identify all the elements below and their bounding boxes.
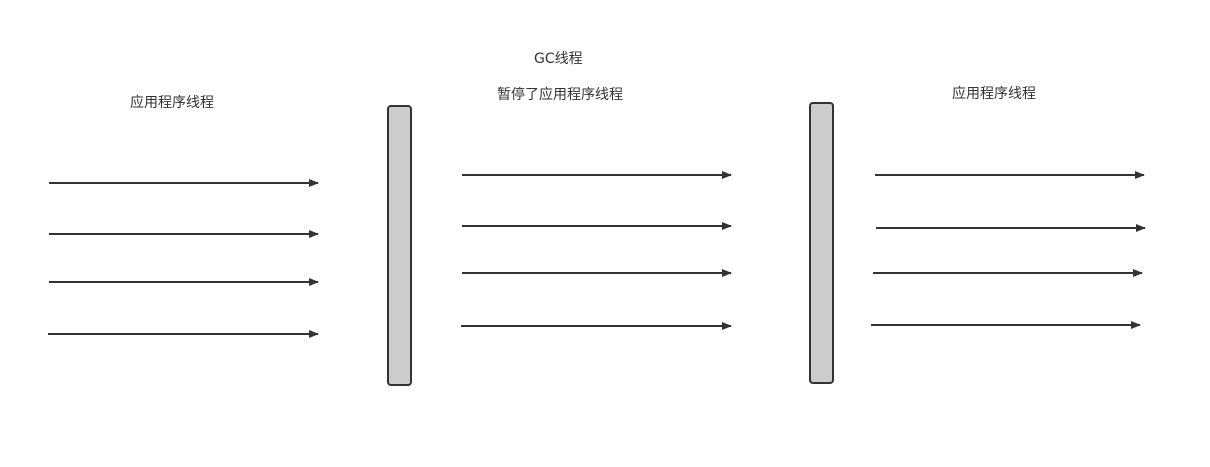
right-group-label: 应用程序线程 [952, 86, 1036, 102]
left-group-label: 应用程序线程 [130, 95, 214, 111]
gc-thread-label: GC线程 [534, 51, 583, 67]
gc-barrier-1 [387, 105, 412, 386]
gc-barrier-2 [809, 102, 834, 384]
middle-group-label: 暂停了应用程序线程 [497, 87, 623, 103]
